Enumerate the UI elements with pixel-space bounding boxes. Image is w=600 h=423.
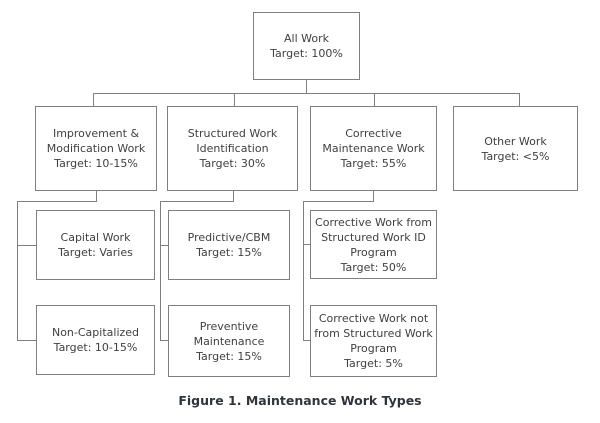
- connector-stub-corrective-not-from: [303, 340, 310, 341]
- node-target: Target: 5%: [344, 357, 403, 370]
- node-preventive-maintenance: Preventive Maintenance Target: 15%: [168, 305, 290, 377]
- node-label: Non-Capitalized: [51, 326, 140, 339]
- node-improvement-modification-work: Improvement & Modification Work Target: …: [35, 106, 157, 191]
- node-label: Capital Work: [60, 231, 131, 244]
- node-corrective-from-structured: Corrective Work from Structured Work ID …: [310, 210, 437, 279]
- node-target: Target: <5%: [481, 149, 550, 163]
- node-target: Target: 15%: [196, 246, 262, 259]
- node-predictive-cbm: Predictive/CBM Target: 15%: [168, 210, 290, 280]
- connector-stub-predictive: [160, 245, 168, 246]
- connector-stub-non-capitalized: [17, 340, 36, 341]
- connector-structured-elbow: [160, 201, 234, 202]
- connector-stub-preventive: [160, 340, 168, 341]
- node-target: Target: 100%: [270, 47, 343, 60]
- node-target: Target: 15%: [196, 349, 262, 363]
- node-label: Corrective Work from Structured Work ID …: [315, 215, 432, 259]
- connector-drop-other: [519, 93, 520, 106]
- node-other-work: Other Work Target: <5%: [453, 106, 578, 191]
- node-label: Predictive/CBM: [187, 231, 271, 244]
- node-target: Target: 30%: [199, 157, 266, 170]
- connector-drop-improvement: [93, 93, 94, 106]
- connector-corrective-spine: [303, 201, 304, 340]
- node-label: Preventive Maintenance: [193, 319, 265, 348]
- node-label: All Work: [284, 32, 329, 45]
- connector-level2-bar: [93, 93, 520, 94]
- connector-improvement-elbow: [17, 201, 97, 202]
- node-label: Structured Work Identification: [187, 127, 278, 155]
- connector-stub-corrective-from: [303, 244, 310, 245]
- node-target: Target: 50%: [340, 260, 407, 274]
- connector-improvement-spine: [17, 201, 18, 340]
- node-capital-work: Capital Work Target: Varies: [36, 210, 155, 280]
- connector-structured-spine: [160, 201, 161, 340]
- node-corrective-maintenance-work: Corrective Maintenance Work Target: 55%: [310, 106, 437, 191]
- connector-corrective-stem: [373, 191, 374, 201]
- node-structured-work-identification: Structured Work Identification Target: 3…: [167, 106, 298, 191]
- connector-drop-corrective: [374, 93, 375, 106]
- node-target: Target: Varies: [58, 246, 133, 259]
- connector-drop-structured: [234, 93, 235, 106]
- figure-caption: Figure 1. Maintenance Work Types: [178, 393, 422, 408]
- node-target: Target: 10-15%: [54, 157, 138, 170]
- connector-improvement-stem: [96, 191, 97, 201]
- node-label: Corrective Work not from Structured Work…: [314, 312, 433, 355]
- node-target: Target: 10-15%: [53, 341, 138, 354]
- node-label: Improvement & Modification Work: [46, 127, 146, 155]
- connector-structured-stem: [233, 191, 234, 201]
- node-corrective-not-from-structured: Corrective Work not from Structured Work…: [310, 305, 437, 377]
- connector-stub-capital-work: [17, 245, 36, 246]
- node-non-capitalized: Non-Capitalized Target: 10-15%: [36, 305, 155, 375]
- connector-root-riser: [306, 80, 307, 93]
- connector-corrective-elbow: [303, 201, 374, 202]
- node-label: Other Work: [484, 134, 547, 148]
- node-target: Target: 55%: [340, 157, 407, 170]
- node-label: Corrective Maintenance Work: [322, 127, 425, 155]
- node-all-work: All Work Target: 100%: [253, 12, 360, 80]
